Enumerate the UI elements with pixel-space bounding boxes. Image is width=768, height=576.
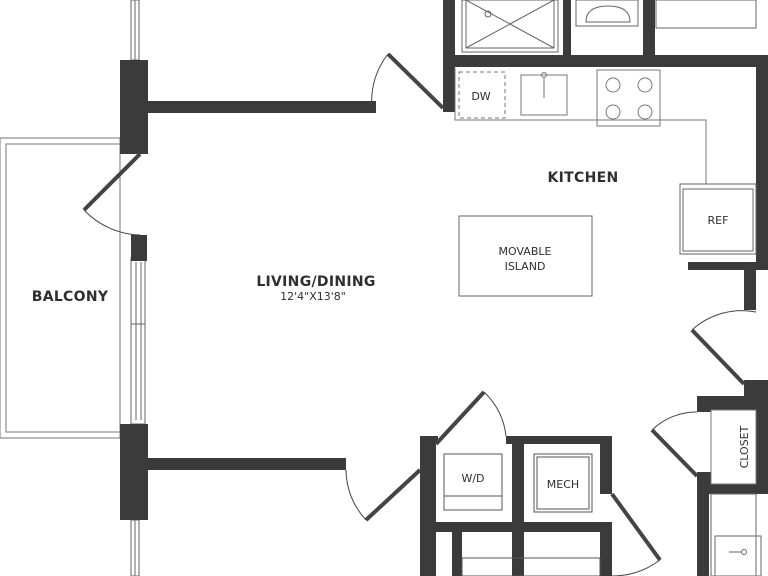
wall-util-left (420, 436, 436, 576)
refrigerator (679, 183, 757, 255)
burner (605, 77, 621, 93)
wall-closet-right (756, 396, 768, 494)
wall-util-bottom (420, 522, 612, 532)
door-leaf-lower (364, 468, 422, 522)
kitchen-sink (520, 74, 568, 116)
fixture-label-dishwasher: DW (471, 90, 490, 103)
wall-right-nib (688, 262, 768, 270)
wall-closet-bottom (697, 484, 768, 494)
wall-util-right (600, 436, 612, 494)
door-leaf-laundry (434, 390, 486, 446)
lower-cabinet (461, 557, 601, 576)
washer-dryer (443, 453, 503, 511)
door-leaf-mech (610, 492, 662, 562)
wall-pillar-upper (120, 60, 148, 154)
wall-pillar-lower (120, 424, 148, 520)
wall-right-mid (744, 262, 756, 310)
wall-closet-top (697, 396, 768, 410)
door-leaf-closet (650, 428, 699, 478)
wall-util-lower-left (452, 532, 462, 576)
doors (82, 52, 757, 576)
shower (461, 0, 559, 53)
burner (637, 104, 653, 120)
lower-sink (714, 535, 762, 576)
room-label-closet: CLOSET (738, 425, 751, 468)
wall-util-lower-right (600, 532, 612, 576)
walls (120, 0, 768, 576)
lower-bath (710, 493, 762, 576)
wall-lowerright-left (697, 484, 709, 576)
wall-bath-divider (563, 0, 571, 58)
wall-bottom-living (148, 458, 346, 470)
utility-fixtures (443, 453, 601, 576)
fixture-label-mech: MECH (547, 478, 579, 491)
door-leaf-right (690, 328, 746, 386)
wall-bath-bottom (443, 55, 768, 67)
wall-right-mid2 (744, 380, 768, 396)
bath-vanity (655, 0, 757, 29)
burner (605, 104, 621, 120)
wall-bath-right (643, 0, 655, 58)
wall-door-jamb (131, 235, 147, 261)
movable-island (458, 215, 593, 297)
dishwasher (458, 71, 506, 119)
wall-util-mid (512, 436, 524, 576)
shower-drain (484, 10, 492, 18)
toilet (575, 0, 639, 27)
door-leaf-balcony (82, 152, 142, 212)
wall-closet-left (697, 396, 711, 412)
fixture-label-island-line2: ISLAND (505, 260, 546, 273)
stove (596, 69, 661, 127)
bath-fixtures (461, 0, 757, 53)
wall-top-living (148, 101, 376, 113)
wall-util-top-mid (506, 436, 612, 444)
wall-right-upper (756, 55, 768, 269)
fixture-label-island-line1: MOVABLE (499, 245, 552, 258)
room-label-kitchen: KITCHEN (548, 170, 619, 186)
balcony (0, 137, 121, 439)
closet-interior (710, 409, 757, 485)
room-dimensions-living-dining: 12'4"X13'8" (280, 290, 346, 303)
fixture-label-refrigerator: REF (708, 214, 729, 227)
fixture-label-washer-dryer: W/D (461, 472, 484, 485)
room-label-living-dining: LIVING/DINING (256, 274, 375, 290)
room-label-balcony: BALCONY (32, 289, 109, 305)
burner (637, 77, 653, 93)
door-leaf-entry (386, 52, 445, 110)
mech-unit (533, 453, 593, 513)
balcony-outline-inner (5, 143, 121, 433)
window-middle (130, 257, 146, 425)
kitchen-counter (454, 68, 707, 184)
balcony-outline-outer (0, 137, 121, 439)
